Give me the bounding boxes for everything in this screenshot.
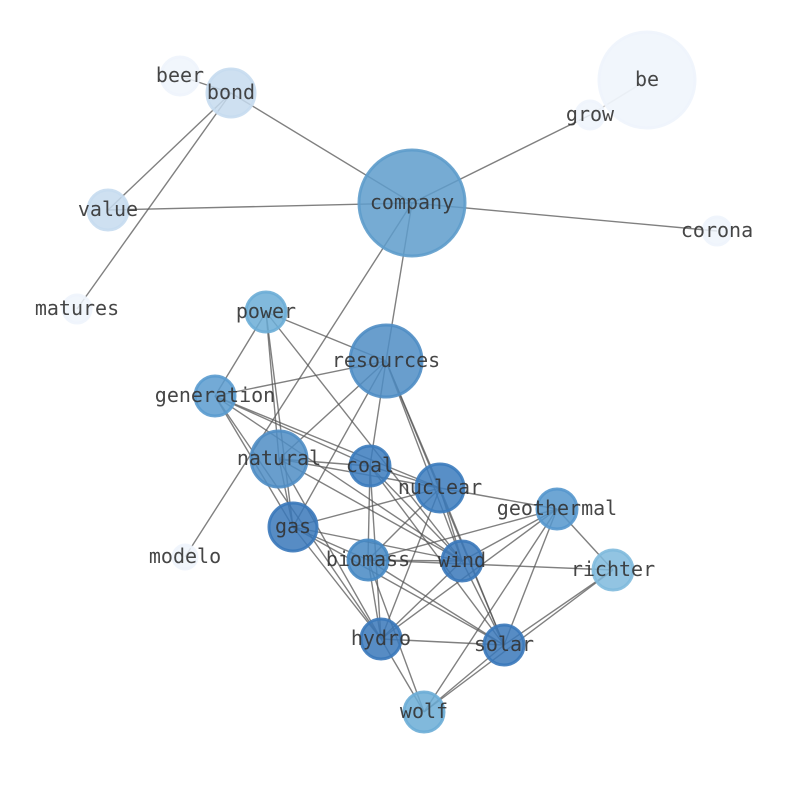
edge-gas-solar	[292, 526, 505, 646]
edge-bond-value	[107, 92, 232, 211]
edge-power-wind	[265, 311, 463, 562]
node-wind[interactable]	[440, 539, 484, 583]
node-coal[interactable]	[348, 444, 392, 488]
node-grow[interactable]	[574, 99, 606, 131]
node-label-modelo: modelo	[149, 544, 221, 568]
node-gas[interactable]	[267, 501, 319, 553]
node-label-richter: richter	[571, 557, 655, 581]
node-label-power: power	[236, 299, 296, 323]
node-label-gas: gas	[275, 514, 311, 538]
node-label-nuclear: nuclear	[398, 475, 482, 499]
node-nuclear[interactable]	[414, 462, 466, 514]
node-value[interactable]	[86, 188, 130, 232]
node-richter[interactable]	[591, 548, 635, 592]
node-label-value: value	[78, 197, 138, 221]
node-wolf[interactable]	[402, 690, 446, 734]
edge-bond-matures	[76, 92, 232, 310]
node-company[interactable]	[357, 148, 467, 258]
edge-biomass-solar	[367, 559, 505, 646]
node-label-grow: grow	[566, 102, 615, 126]
edge-generation-nuclear	[214, 395, 441, 489]
node-label-hydro: hydro	[351, 626, 411, 650]
edge-biomass-geothermal	[367, 508, 558, 561]
node-label-coal: coal	[346, 453, 394, 477]
edge-power-gas	[265, 311, 294, 528]
node-label-bond: bond	[207, 80, 255, 104]
node-label-corona: corona	[681, 218, 753, 242]
node-solar[interactable]	[482, 623, 526, 667]
node-label-resources: resources	[332, 348, 440, 372]
node-label-matures: matures	[35, 296, 119, 320]
node-label-biomass: biomass	[326, 547, 410, 571]
node-label-wind: wind	[438, 548, 486, 572]
node-hydro[interactable]	[359, 617, 403, 661]
node-power[interactable]	[244, 290, 288, 334]
node-biomass[interactable]	[346, 538, 390, 582]
node-geothermal[interactable]	[535, 487, 579, 531]
node-resources[interactable]	[348, 323, 424, 399]
edge-geothermal-wolf	[423, 508, 558, 713]
node-generation[interactable]	[193, 374, 237, 418]
node-label-wolf: wolf	[400, 699, 448, 723]
nodes-layer	[61, 30, 733, 734]
edge-company-modelo	[184, 202, 413, 558]
edge-geothermal-solar	[503, 508, 558, 646]
node-matures[interactable]	[61, 293, 93, 325]
node-label-company: company	[370, 190, 454, 214]
edge-nuclear-hydro	[380, 487, 441, 640]
node-be[interactable]	[597, 30, 697, 130]
node-modelo[interactable]	[171, 543, 199, 571]
node-beer[interactable]	[159, 55, 201, 97]
node-label-solar: solar	[474, 632, 534, 656]
node-label-natural: natural	[237, 446, 321, 470]
edge-natural-wind	[278, 458, 463, 562]
node-label-generation: generation	[155, 383, 275, 407]
node-label-be: be	[635, 67, 659, 91]
edge-richter-solar	[503, 569, 614, 646]
edge-generation-coal	[214, 395, 371, 467]
node-label-geothermal: geothermal	[497, 496, 617, 520]
edge-natural-hydro	[278, 458, 382, 640]
edge-biomass-richter	[367, 559, 614, 571]
node-corona[interactable]	[701, 215, 733, 247]
node-natural[interactable]	[249, 429, 309, 489]
node-label-beer: beer	[156, 63, 204, 87]
edge-coal-wind	[369, 465, 463, 562]
node-bond[interactable]	[205, 67, 257, 119]
